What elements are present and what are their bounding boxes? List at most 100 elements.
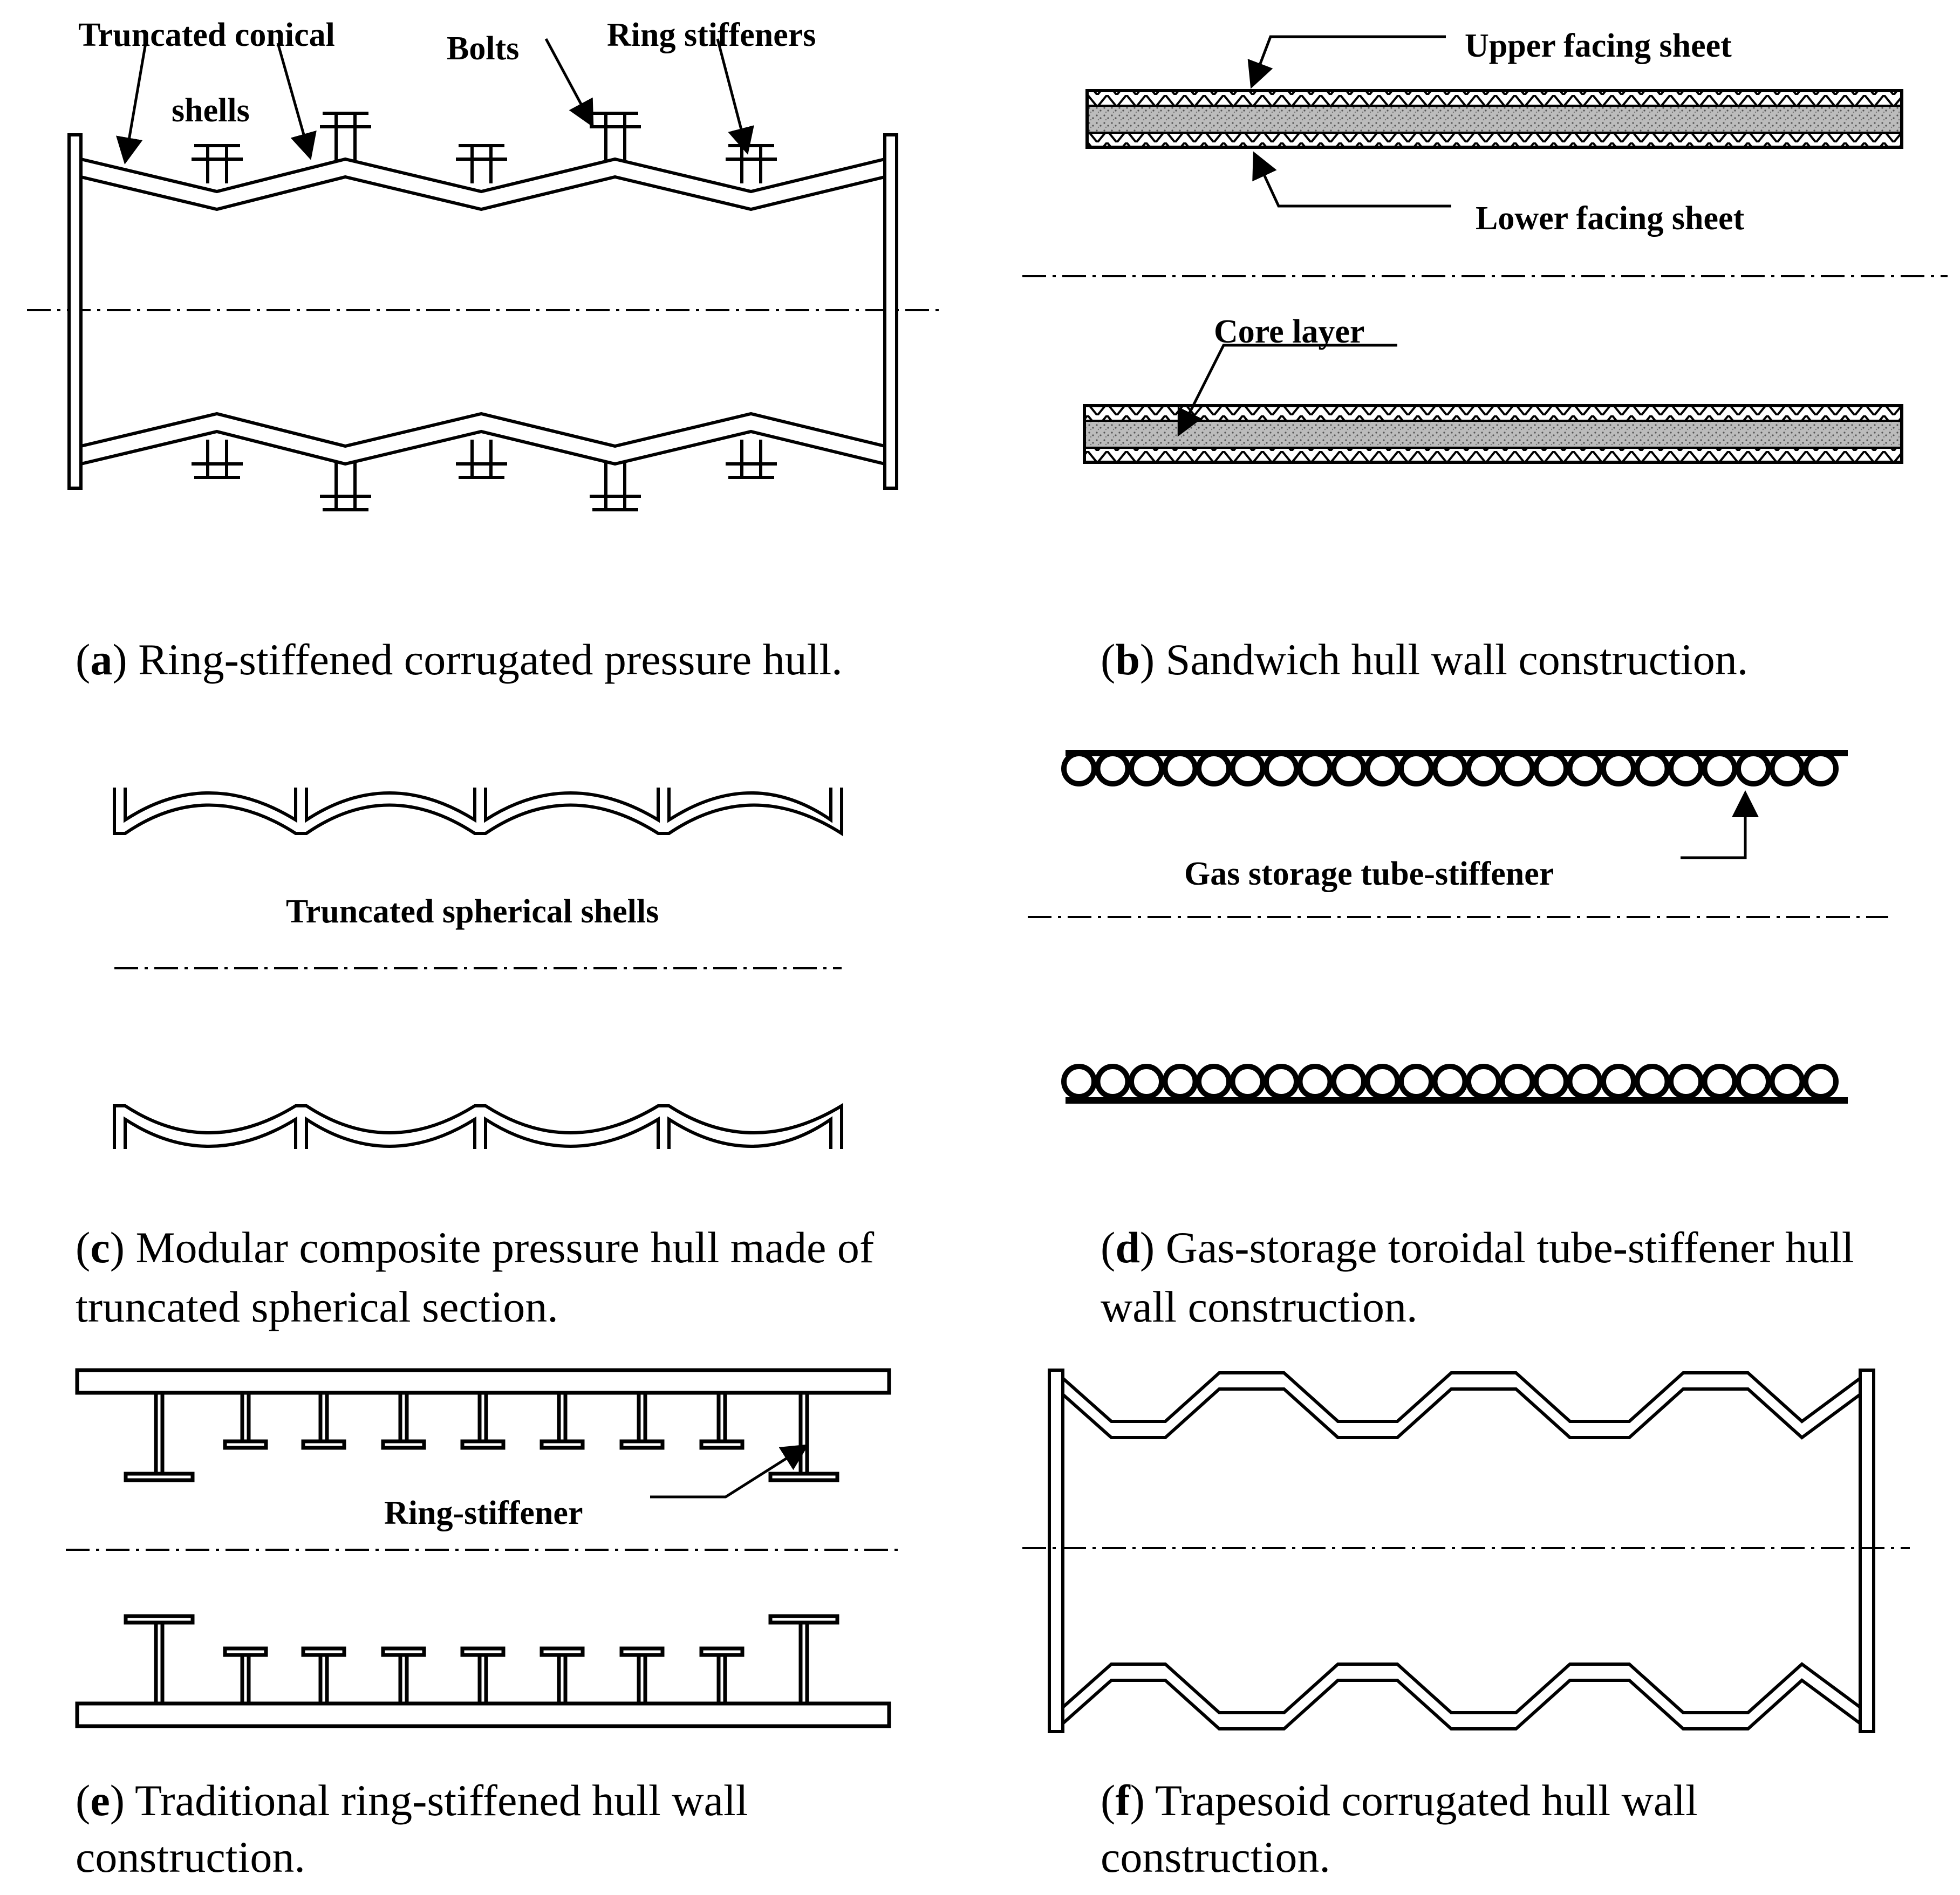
tube-section [1736, 1064, 1771, 1099]
tube-section [1230, 751, 1266, 786]
caption-d-line2: wall construction. [1101, 1282, 1418, 1331]
label-gas-storage-tube-stiffener: Gas storage tube-stiffener [1184, 856, 1554, 892]
spherical-shells-lower [113, 1103, 843, 1149]
ring-stiffener-t-section [301, 1393, 346, 1450]
caption-c-line1: Modular composite pressure hull made of [136, 1223, 875, 1272]
label-truncated-conical: Truncated conical [78, 17, 335, 53]
tube-section [1129, 1064, 1164, 1099]
ring-stiffener-t-section [699, 1646, 745, 1704]
ring-stiffener-t-section [539, 1393, 585, 1450]
panel-e-lower-plate [75, 1701, 891, 1728]
ring-stiffener-t-section [460, 1646, 506, 1704]
caption-c: (c) Modular composite pressure hull made… [76, 1223, 875, 1272]
tube-section [1331, 751, 1367, 786]
tube-section [1499, 1064, 1535, 1099]
panel-a: Truncated conical shells Bolts Ring stif… [27, 17, 941, 684]
panel-d: Gas storage tube-stiffener (d) Gas-stora… [1028, 750, 1888, 1331]
sandwich-wall-upper [1085, 89, 1903, 149]
caption-f-line1: Trapesoid corrugated hull wall [1155, 1776, 1698, 1825]
ring-stiffener-t-section [699, 1393, 745, 1450]
caption-e-line1: Traditional ring-stiffened hull wall [135, 1776, 748, 1825]
tube-section [1398, 1064, 1434, 1099]
tube-section [1364, 751, 1401, 786]
sandwich-wall-lower [1083, 404, 1903, 464]
leader-upper-facing-sheet [1247, 35, 1446, 89]
leader-lower-facing-sheet [1252, 151, 1451, 208]
panel-a-hull-upper [80, 157, 885, 211]
ring-stiffener-t-section [539, 1646, 585, 1704]
ring-stiffeners-lower [124, 1614, 839, 1704]
caption-e-line2: construction. [76, 1832, 305, 1882]
ring-stiffener-t-section [381, 1393, 426, 1450]
caption-e: (e) Traditional ring-stiffened hull wall [76, 1776, 748, 1825]
ring-stiffener-t-section [619, 1393, 665, 1450]
leader-ring-stiffeners [716, 38, 754, 155]
caption-c-line2: truncated spherical section. [76, 1282, 558, 1331]
panel-c: Truncated spherical shells (c) Modular c… [76, 788, 875, 1331]
ring-stiffener-t-section [301, 1646, 346, 1704]
leader-truncated-conical-left [116, 43, 147, 165]
ring-stiffener-upper-2 [320, 112, 371, 162]
ring-stiffener-t-section [768, 1614, 839, 1704]
tube-section [1162, 751, 1198, 786]
label-bolts: Bolts [447, 30, 519, 67]
ring-stiffener-lower-1 [192, 440, 243, 479]
tube-section [1533, 751, 1569, 786]
ring-stiffener-lower-4 [590, 461, 641, 511]
tube-section [1095, 1064, 1131, 1099]
tube-section [1162, 1064, 1198, 1099]
panel-a-right-end-flange [883, 133, 898, 490]
leader-bolts [544, 38, 594, 128]
panel-f-right-end-flange [1859, 1369, 1875, 1733]
ring-stiffener-t-section [619, 1646, 665, 1704]
tube-section [1466, 1064, 1501, 1099]
tube-section [1196, 751, 1232, 786]
panel-f-left-end-flange [1048, 1369, 1064, 1733]
tube-section [1601, 1064, 1636, 1099]
label-truncated-spherical-shells: Truncated spherical shells [286, 893, 659, 930]
caption-d: (d) Gas-storage toroidal tube-stiffener … [1101, 1223, 1854, 1272]
tube-section [1432, 1064, 1468, 1099]
ring-stiffener-lower-3 [456, 440, 507, 479]
panel-a-hull-lower [80, 412, 885, 466]
caption-b-letter: b [1115, 635, 1140, 684]
caption-d-line1: Gas-storage toroidal tube-stiffener hull [1166, 1223, 1854, 1272]
gas-storage-tubes-upper [1061, 751, 1839, 786]
tube-section [1297, 1064, 1333, 1099]
tube-section [1634, 751, 1670, 786]
caption-a-text: Ring-stiffened corrugated pressure hull. [138, 635, 843, 684]
ring-stiffener-lower-2 [320, 461, 371, 511]
ring-stiffener-upper-5 [726, 144, 777, 183]
leader-gas-storage-tube [1681, 790, 1759, 859]
caption-b-text: Sandwich hull wall construction. [1166, 635, 1749, 684]
caption-b: (b) Sandwich hull wall construction. [1101, 635, 1748, 684]
tube-section [1129, 751, 1164, 786]
tube-section [1702, 1064, 1738, 1099]
panel-e: Ring-stiffener (e) Traditional ring-stif… [66, 1368, 901, 1882]
panel-e-upper-plate [75, 1368, 891, 1395]
ring-stiffener-t-section [124, 1393, 195, 1482]
label-ring-stiffener: Ring-stiffener [384, 1495, 583, 1531]
leader-core-layer [1177, 344, 1397, 437]
caption-f: (f) Trapesoid corrugated hull wall [1101, 1776, 1698, 1825]
tube-section [1499, 751, 1535, 786]
label-core-layer: Core layer [1214, 313, 1364, 350]
panel-a-left-end-flange [67, 133, 83, 490]
caption-f-letter: f [1115, 1776, 1131, 1825]
label-ring-stiffeners: Ring stiffeners [607, 17, 816, 53]
tube-section [1567, 751, 1603, 786]
tube-section [1634, 1064, 1670, 1099]
ring-stiffener-upper-1 [192, 144, 243, 183]
tube-section [1668, 1064, 1704, 1099]
caption-a-letter: a [90, 635, 112, 684]
ring-stiffeners-upper [124, 1393, 839, 1482]
label-shells: shells [172, 92, 250, 129]
caption-e-letter: e [90, 1776, 110, 1825]
tube-section [1196, 1064, 1232, 1099]
caption-d-letter: d [1115, 1223, 1140, 1272]
ring-stiffener-lower-5 [726, 440, 777, 479]
label-upper-facing-sheet: Upper facing sheet [1465, 28, 1732, 64]
ring-stiffener-t-section [223, 1646, 268, 1704]
ring-stiffener-t-section [381, 1646, 426, 1704]
